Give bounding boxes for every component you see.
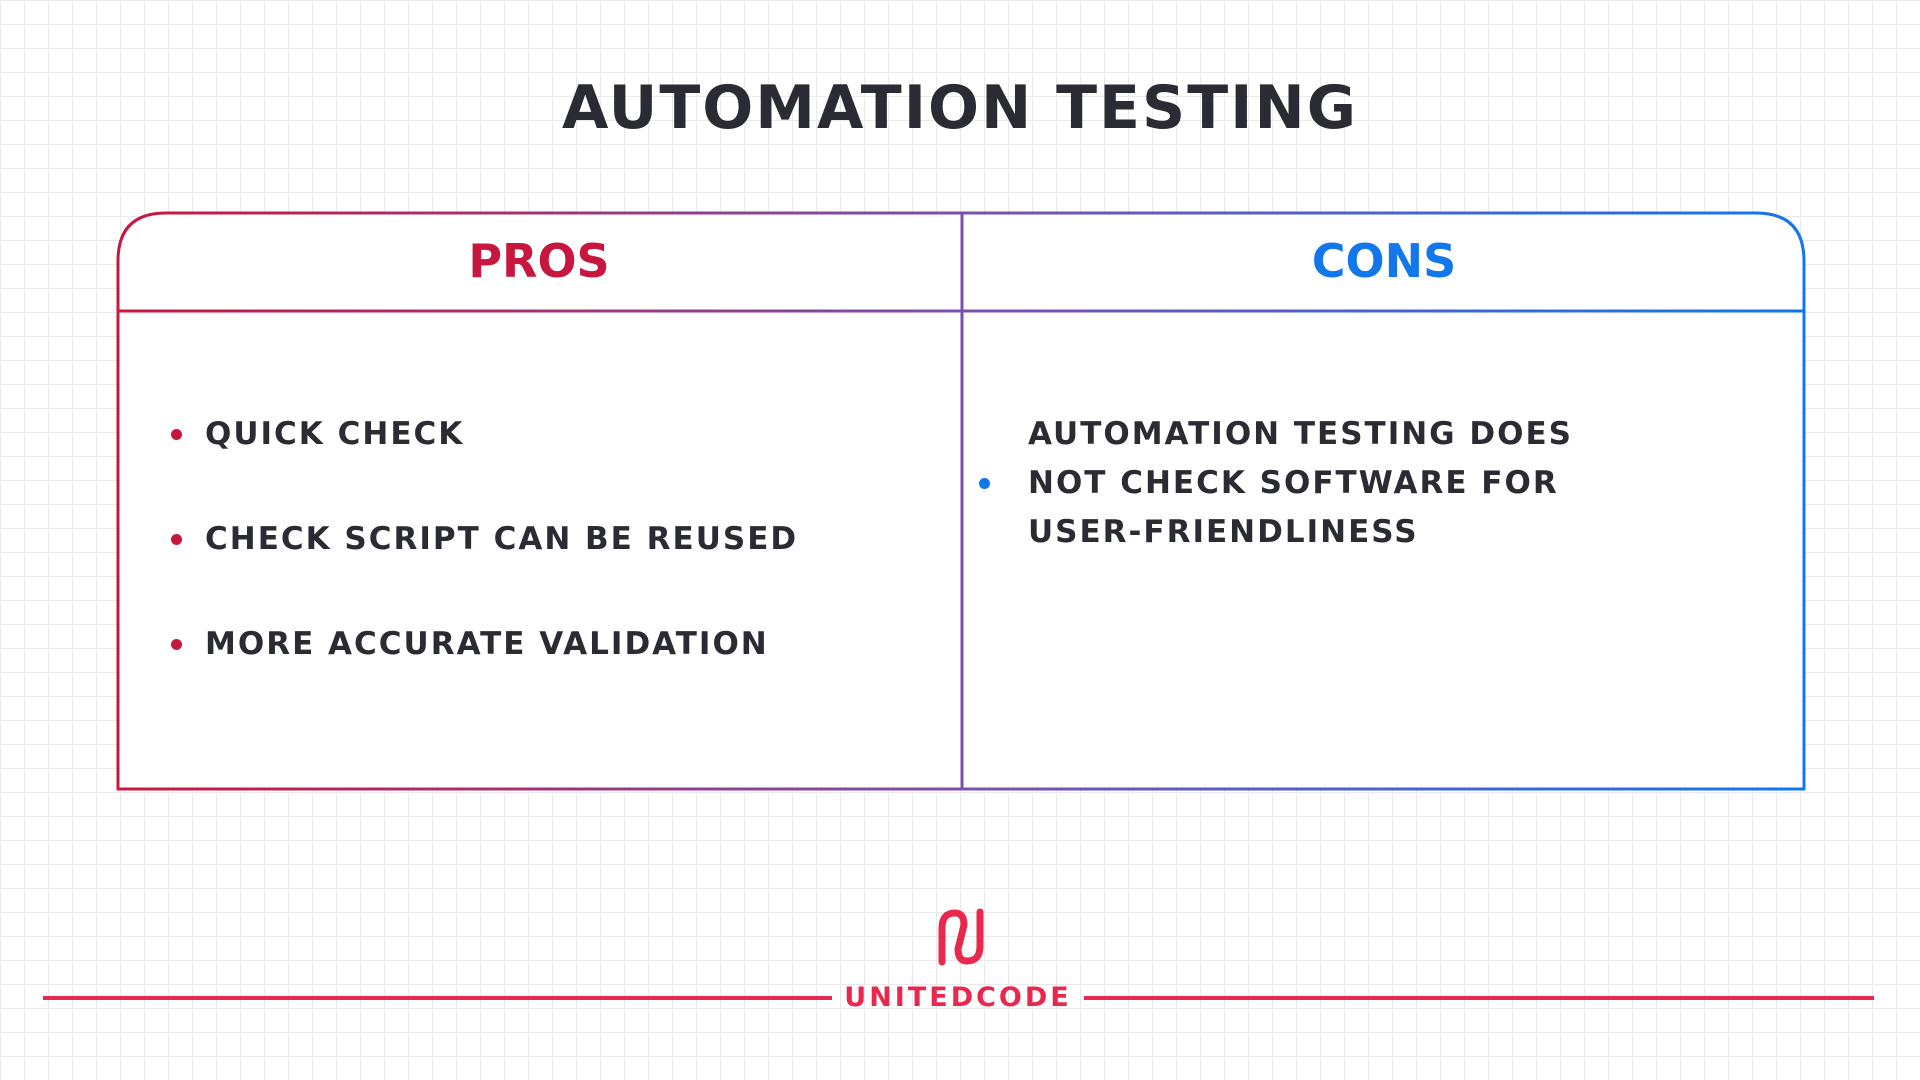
list-item-text: CHECK SCRIPT CAN BE REUSED [205,521,799,557]
unitedcode-logo-icon [938,908,984,966]
list-item: QUICK CHECK [116,410,962,459]
bullet-icon [171,428,182,440]
list-item-text: QUICK CHECK [205,416,465,452]
list-item: CHECK SCRIPT CAN BE REUSED [116,515,962,564]
list-item: AUTOMATION TESTING DOES NOT CHECK SOFTWA… [808,410,1588,557]
footer-divider-left [43,996,832,1000]
cons-list: AUTOMATION TESTING DOES NOT CHECK SOFTWA… [962,311,1806,890]
brand-name: UNITEDCODE [844,982,1072,1013]
list-item-text: MORE ACCURATE VALIDATION [205,626,769,662]
bullet-icon [171,533,182,545]
pros-header: PROS [468,234,610,288]
list-item-text: AUTOMATION TESTING DOES NOT CHECK SOFTWA… [1028,416,1574,550]
page-title: AUTOMATION TESTING [562,73,1358,143]
bullet-icon [171,638,182,650]
cons-header: CONS [1311,234,1457,288]
bullet-icon [979,477,990,489]
list-item: MORE ACCURATE VALIDATION [116,620,962,669]
pros-list: QUICK CHECK CHECK SCRIPT CAN BE REUSED M… [116,311,962,890]
table-border [116,211,1806,791]
pros-cons-table: PROS CONS QUICK CHECK CHECK SCRIPT CAN B… [116,211,1806,791]
footer-divider-right [1084,996,1874,1000]
